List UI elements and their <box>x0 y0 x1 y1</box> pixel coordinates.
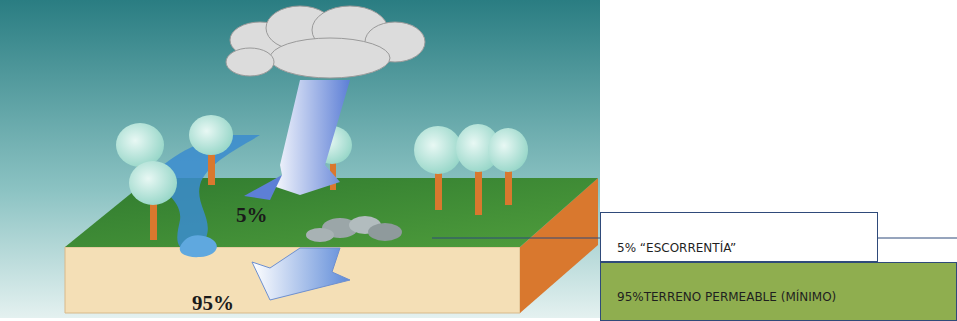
percent-label: 5% <box>236 203 268 228</box>
leader-line <box>432 238 600 239</box>
rainfall-column <box>270 80 350 195</box>
permeable-box: 95%TERRENO PERMEABLE (MÍNIMO) <box>600 262 957 321</box>
box-text: 95%TERRENO PERMEABLE (MÍNIMO) <box>617 290 836 304</box>
soil-front <box>65 247 520 313</box>
infiltration-arrow <box>252 248 350 300</box>
runoff-arrow <box>244 175 282 200</box>
leader-line <box>878 238 957 239</box>
puddle-rocks <box>306 216 402 242</box>
lake <box>180 235 217 257</box>
box-text: 5% “ESCORRENTÍA” <box>617 241 736 255</box>
runoff-box: 5% “ESCORRENTÍA” <box>600 212 878 262</box>
sky-background <box>0 0 600 318</box>
cloud <box>226 6 425 78</box>
percent-label: 95% <box>192 291 234 316</box>
